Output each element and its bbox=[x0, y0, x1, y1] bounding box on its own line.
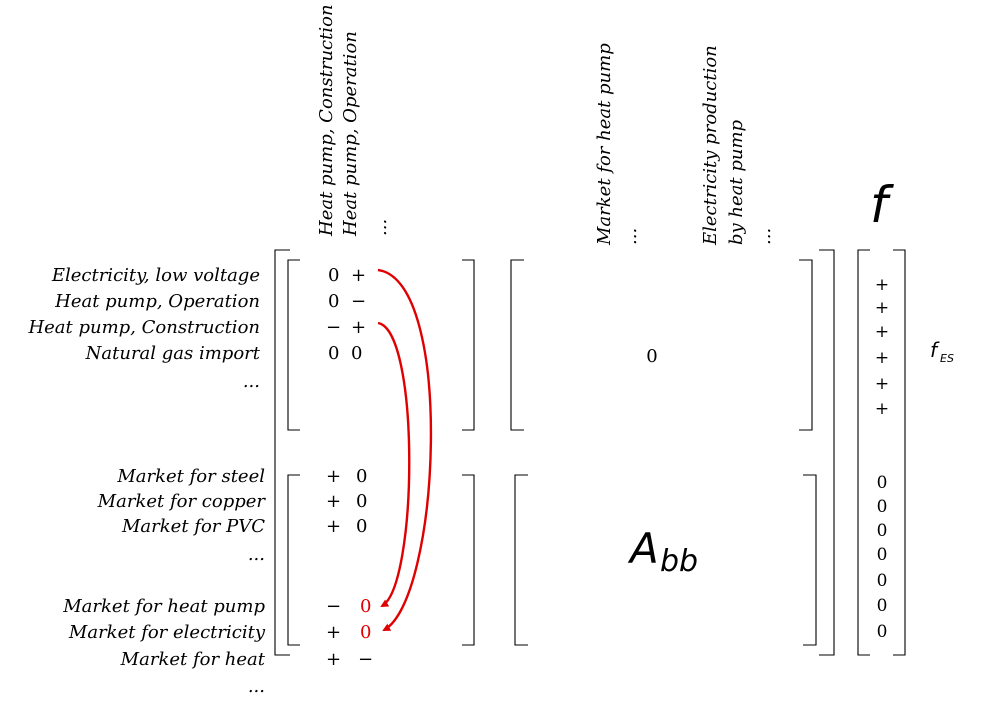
f-value-6: + bbox=[875, 399, 889, 419]
cell-r1-c1: 0 bbox=[328, 265, 339, 286]
cell-r2-c2: − bbox=[351, 291, 366, 312]
cell-r2-c1: 0 bbox=[328, 291, 339, 312]
block-top-right-bracket-left bbox=[510, 259, 524, 431]
row-label-market-for-copper: Market for copper bbox=[97, 491, 267, 512]
row-label-ellipsis-1: ... bbox=[243, 371, 260, 392]
abb-block-symbol: A bb bbox=[627, 524, 698, 579]
row-label-market-for-pvc: Market for PVC bbox=[121, 516, 265, 537]
cell-r1-c2: + bbox=[351, 265, 366, 286]
f-vector-values: + + + + + + 0 0 0 0 0 0 0 bbox=[875, 275, 889, 642]
top-left-cells: 0 + 0 − − + 0 0 bbox=[326, 265, 366, 364]
f-value-11: 0 bbox=[877, 571, 888, 591]
f-es-label: f ES bbox=[930, 338, 954, 365]
row-label-market-for-heat-pump: Market for heat pump bbox=[62, 596, 265, 617]
cell-electricity-c2-highlight: 0 bbox=[360, 622, 371, 643]
cell-heat-c1: + bbox=[326, 649, 341, 670]
f-value-7: 0 bbox=[877, 473, 888, 493]
row-label-market-for-steel: Market for steel bbox=[116, 466, 265, 487]
f-value-13: 0 bbox=[877, 622, 888, 642]
col-label-ellipsis-3: ... bbox=[754, 228, 775, 245]
cell-electricity-c1: + bbox=[326, 622, 341, 643]
cell-copper-c1: + bbox=[326, 491, 341, 512]
f-es-main: f bbox=[930, 338, 940, 362]
f-value-5: + bbox=[875, 374, 889, 394]
col-label-electricity-production: Electricity production bbox=[700, 45, 721, 246]
f-value-10: 0 bbox=[877, 545, 888, 565]
cell-r4-c2: 0 bbox=[351, 343, 362, 364]
block-top-left-bracket-right bbox=[462, 259, 475, 431]
col-label-by-heat-pump: by heat pump bbox=[726, 119, 747, 245]
f-value-9: 0 bbox=[877, 521, 888, 541]
row-label-ellipsis-2: ... bbox=[248, 544, 265, 565]
f-value-2: + bbox=[875, 298, 889, 318]
row-label-heat-pump-operation: Heat pump, Operation bbox=[54, 291, 260, 312]
f-vector-bracket-right bbox=[893, 249, 906, 656]
block-bottom-left-bracket-right bbox=[462, 474, 475, 646]
row-label-market-for-electricity: Market for electricity bbox=[68, 622, 266, 643]
f-vector-bracket-left bbox=[857, 249, 870, 656]
f-value-3: + bbox=[875, 322, 889, 342]
f-value-12: 0 bbox=[877, 596, 888, 616]
cell-steel-c1: + bbox=[326, 466, 341, 487]
cell-copper-c2: 0 bbox=[356, 491, 367, 512]
cell-steel-c2: 0 bbox=[356, 466, 367, 487]
arrow-construction-to-market-heat-pump bbox=[377, 321, 411, 608]
cell-heatpump-c2-highlight: 0 bbox=[360, 596, 371, 617]
arrow-electricity-to-market-electricity bbox=[377, 268, 433, 632]
block-bottom-right-bracket-left bbox=[514, 474, 528, 646]
col-label-heat-pump-construction: Heat pump, Construction bbox=[316, 4, 337, 237]
f-es-subscript: ES bbox=[940, 352, 954, 365]
zero-block-symbol: 0 bbox=[646, 346, 657, 367]
block-top-left-bracket-left bbox=[287, 259, 300, 431]
col-label-heat-pump-operation: Heat pump, Operation bbox=[340, 31, 361, 237]
cell-pvc-c1: + bbox=[326, 516, 341, 537]
cell-pvc-c2: 0 bbox=[356, 516, 367, 537]
f-value-1: + bbox=[875, 275, 889, 295]
cell-r3-c2: + bbox=[351, 317, 366, 338]
col-label-ellipsis-2: ... bbox=[620, 228, 641, 245]
outer-bracket-left bbox=[274, 249, 290, 656]
cell-heat-c2: − bbox=[358, 649, 373, 670]
f-value-8: 0 bbox=[877, 497, 888, 517]
f-symbol: f bbox=[870, 176, 894, 234]
row-label-heat-pump-construction: Heat pump, Construction bbox=[27, 317, 260, 338]
block-top-right-bracket-right bbox=[799, 259, 813, 431]
cell-r4-c1: 0 bbox=[328, 343, 339, 364]
row-label-natural-gas-import: Natural gas import bbox=[85, 343, 261, 364]
bottom-left-cells: + 0 + 0 + 0 − 0 + 0 + − bbox=[326, 466, 373, 670]
col-label-ellipsis-1: ... bbox=[370, 219, 391, 236]
row-label-electricity-low-voltage: Electricity, low voltage bbox=[51, 265, 260, 286]
abb-main: A bbox=[627, 524, 659, 573]
block-bottom-right-bracket-right bbox=[803, 474, 817, 646]
block-bottom-left-bracket-left bbox=[287, 474, 300, 646]
row-label-ellipsis-3: ... bbox=[248, 676, 265, 697]
cell-r3-c1: − bbox=[326, 317, 341, 338]
col-label-market-for-heat-pump: Market for heat pump bbox=[594, 43, 615, 246]
outer-bracket-right bbox=[819, 249, 835, 656]
row-label-market-for-heat: Market for heat bbox=[120, 649, 266, 670]
f-value-4: + bbox=[875, 348, 889, 368]
row-labels: Electricity, low voltage Heat pump, Oper… bbox=[27, 265, 266, 697]
abb-subscript: bb bbox=[660, 544, 698, 579]
cell-heatpump-c1: − bbox=[326, 596, 341, 617]
